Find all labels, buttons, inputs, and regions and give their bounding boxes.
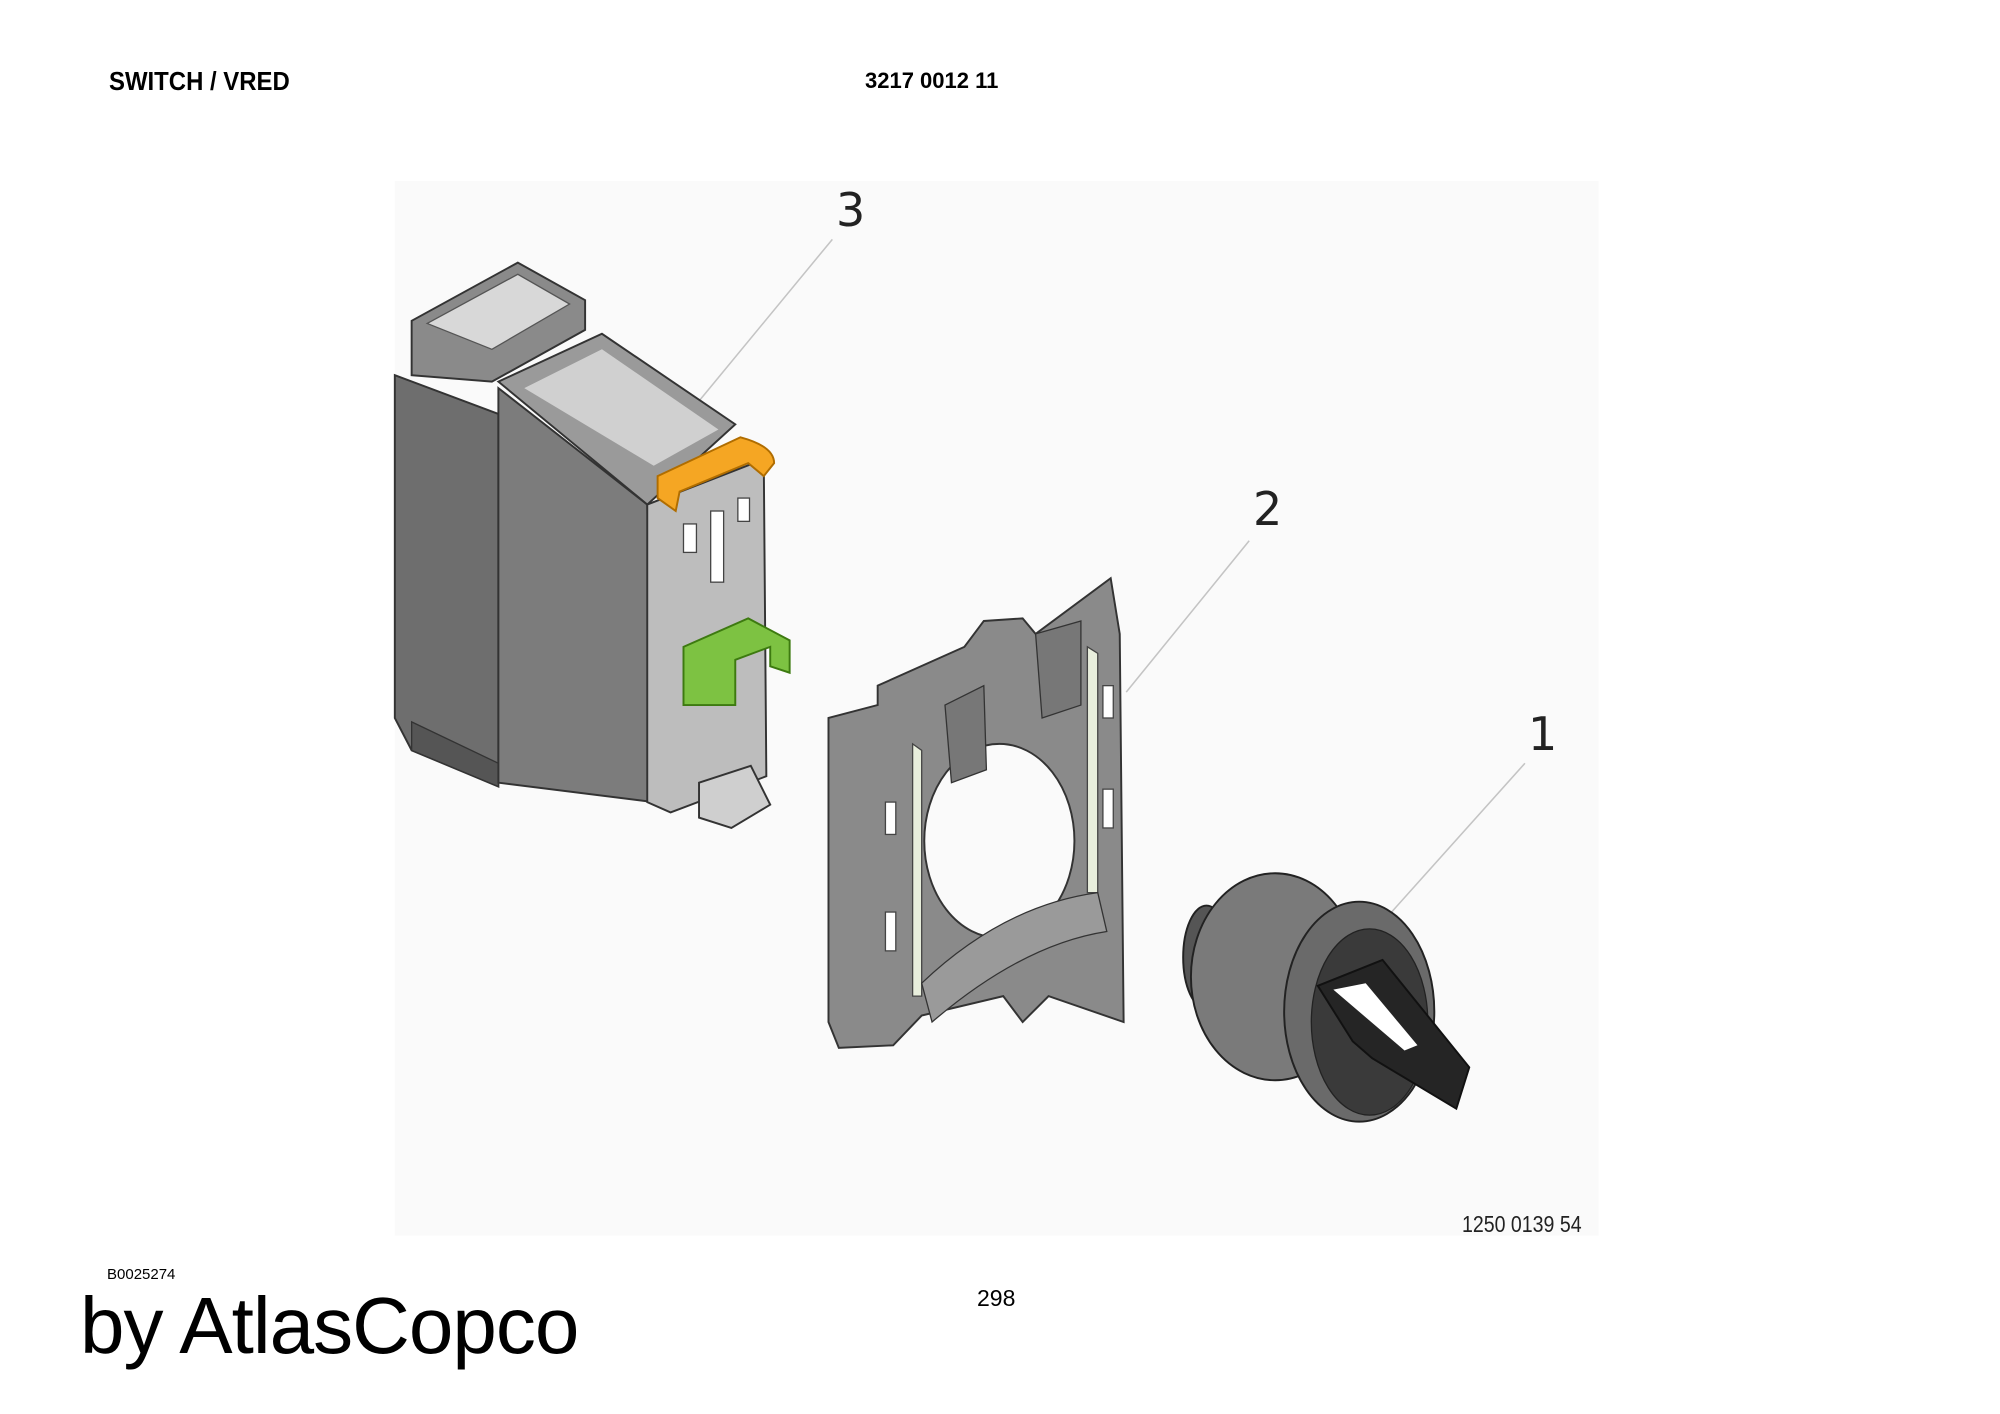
- contact-block-part-3: [393, 261, 791, 830]
- leader-line-1: [1391, 762, 1526, 913]
- green-actuator: [682, 617, 791, 707]
- callout-3: 3: [836, 183, 866, 237]
- figure-part-number: 1250 0139 54: [1462, 1211, 1582, 1237]
- orange-clip: [656, 436, 776, 513]
- leader-line-2: [1125, 540, 1250, 693]
- brand-footer: by AtlasCopco: [80, 1281, 579, 1370]
- page-number: 298: [977, 1285, 1016, 1311]
- callout-1: 1: [1528, 707, 1558, 761]
- page-title: SWITCH / VRED: [109, 66, 290, 96]
- mounting-frame-part-2: [827, 576, 1125, 1049]
- selector-switch-part-1: [1182, 872, 1471, 1123]
- reference-code: B0025274: [107, 1266, 176, 1283]
- leader-line-3: [698, 238, 833, 402]
- document-number: 3217 0012 11: [865, 68, 999, 93]
- callout-2: 2: [1253, 482, 1283, 536]
